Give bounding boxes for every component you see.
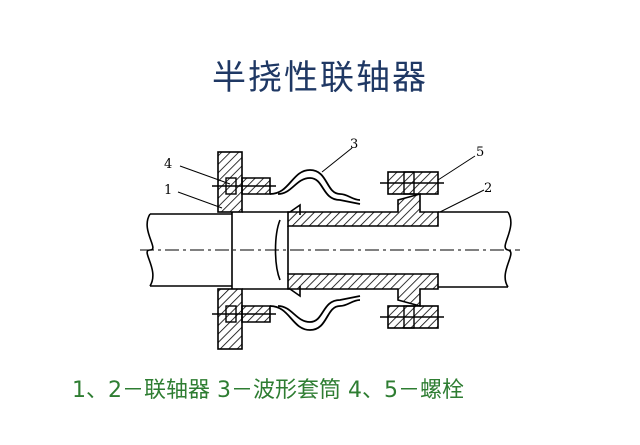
label-5: 5 [476, 145, 484, 160]
leader-lines [177, 147, 485, 213]
label-1: 1 [164, 183, 172, 198]
left-bolts [212, 177, 276, 323]
left-coupling-hub [217, 151, 301, 350]
corrugated-sleeve [269, 169, 361, 331]
label-2: 2 [484, 181, 492, 196]
label-4: 4 [164, 157, 172, 172]
right-bolts [380, 171, 444, 329]
label-3: 3 [350, 137, 358, 152]
figure-caption: 1、2－联轴器 3－波形套筒 4、5－螺栓 [72, 378, 464, 403]
slide-title: 半挠性联轴器 [212, 58, 428, 98]
